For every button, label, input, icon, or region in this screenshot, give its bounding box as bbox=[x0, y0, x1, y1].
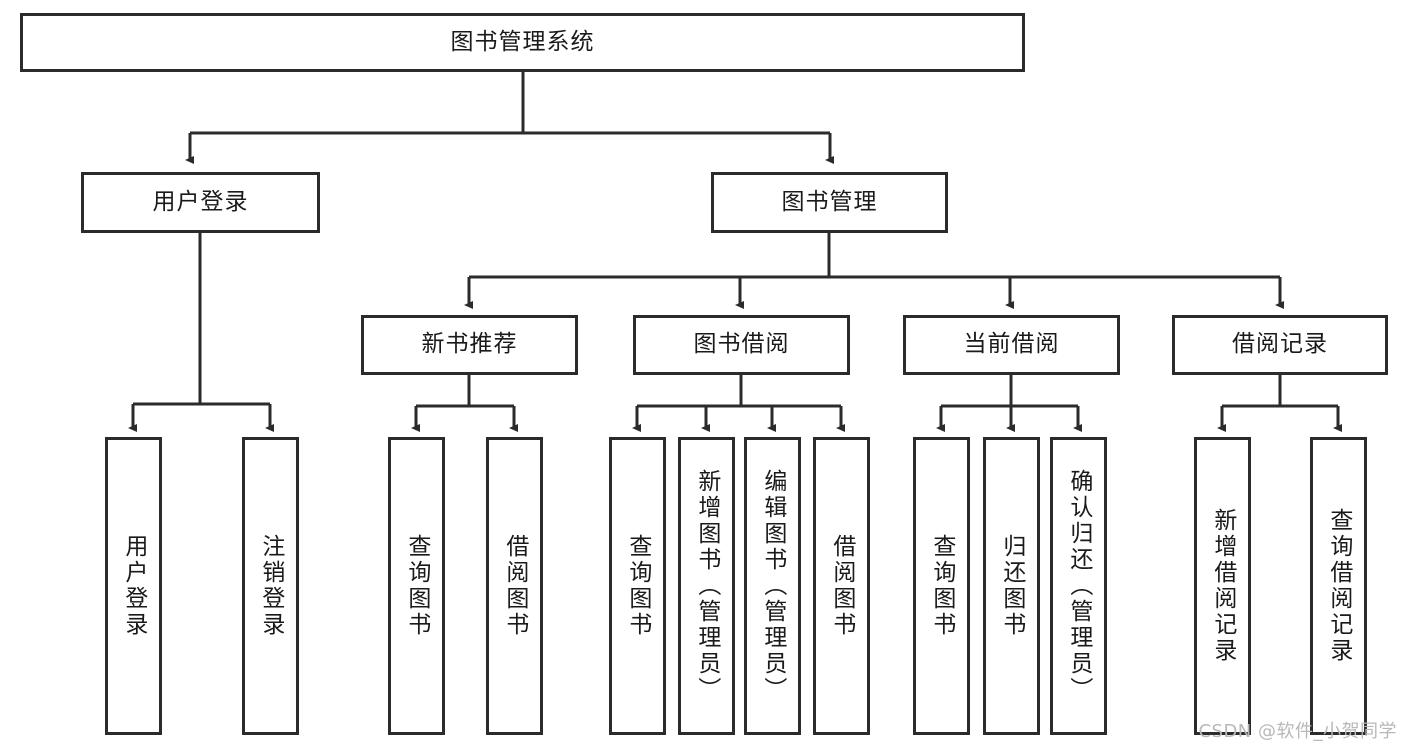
leaf-book-borrow-borrow[interactable]: 借阅图书 bbox=[813, 437, 870, 735]
node-label: 图书管理系统 bbox=[450, 28, 595, 55]
leaf-user-login-logout[interactable]: 注销登录 bbox=[242, 437, 299, 735]
leaf-book-borrow-edit[interactable]: 编辑图书（管理员） bbox=[744, 437, 801, 735]
node-current-borrow[interactable]: 当前借阅 bbox=[903, 315, 1120, 375]
node-label: 编辑图书（管理员） bbox=[759, 469, 786, 703]
leaf-current-borrow-return[interactable]: 归还图书 bbox=[983, 437, 1040, 735]
node-label: 归还图书 bbox=[998, 534, 1025, 638]
leaf-current-borrow-query[interactable]: 查询图书 bbox=[913, 437, 970, 735]
leaf-new-book-query[interactable]: 查询图书 bbox=[388, 437, 445, 735]
node-label: 借阅图书 bbox=[828, 534, 855, 638]
watermark-text: CSDN @软件_小贺同学 bbox=[1198, 721, 1397, 742]
leaf-borrow-record-query[interactable]: 查询借阅记录 bbox=[1310, 437, 1367, 735]
node-label: 图书管理 bbox=[781, 188, 878, 215]
node-label: 查询图书 bbox=[624, 534, 651, 638]
leaf-book-borrow-query[interactable]: 查询图书 bbox=[609, 437, 666, 735]
node-label: 借阅记录 bbox=[1232, 331, 1328, 358]
node-new-book-recommend[interactable]: 新书推荐 bbox=[361, 315, 578, 375]
leaf-user-login-login[interactable]: 用户登录 bbox=[105, 437, 162, 735]
node-label: 查询图书 bbox=[403, 534, 430, 638]
node-label: 查询图书 bbox=[928, 534, 955, 638]
node-user-login[interactable]: 用户登录 bbox=[81, 172, 320, 233]
node-label: 用户登录 bbox=[152, 188, 249, 215]
node-label: 当前借阅 bbox=[963, 331, 1060, 358]
node-root-system[interactable]: 图书管理系统 bbox=[20, 13, 1025, 72]
node-label: 新书推荐 bbox=[421, 331, 518, 358]
node-book-borrow[interactable]: 图书借阅 bbox=[633, 315, 850, 375]
node-label: 新增图书（管理员） bbox=[693, 469, 720, 703]
node-label: 图书借阅 bbox=[693, 331, 790, 358]
node-label: 注销登录 bbox=[257, 534, 284, 638]
node-book-management[interactable]: 图书管理 bbox=[711, 172, 948, 233]
node-label: 查询借阅记录 bbox=[1325, 508, 1352, 664]
node-borrow-record[interactable]: 借阅记录 bbox=[1172, 315, 1388, 375]
node-label: 用户登录 bbox=[120, 534, 147, 638]
leaf-current-borrow-confirm-return[interactable]: 确认归还（管理员） bbox=[1050, 437, 1107, 735]
node-label: 确认归还（管理员） bbox=[1065, 469, 1092, 703]
node-label: 新增借阅记录 bbox=[1209, 508, 1236, 664]
leaf-new-book-borrow[interactable]: 借阅图书 bbox=[486, 437, 543, 735]
leaf-borrow-record-add[interactable]: 新增借阅记录 bbox=[1194, 437, 1251, 735]
leaf-book-borrow-add[interactable]: 新增图书（管理员） bbox=[678, 437, 735, 735]
node-label: 借阅图书 bbox=[501, 534, 528, 638]
